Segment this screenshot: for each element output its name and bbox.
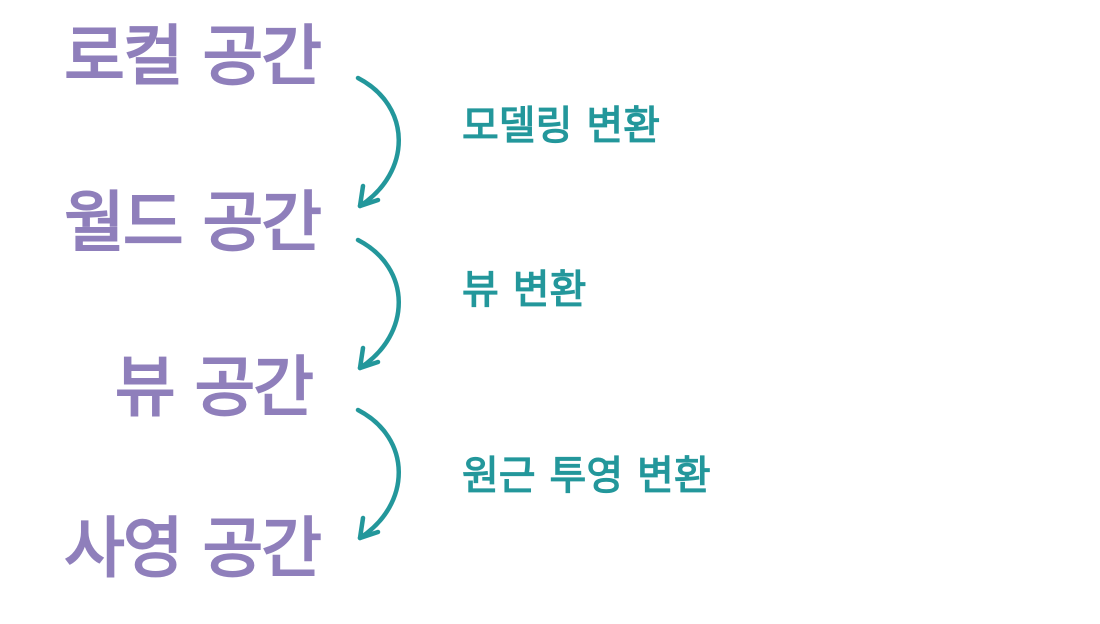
space-label-view: 뷰 공간 [114, 349, 314, 426]
transform-label-projection: 원근 투영 변환 [462, 453, 711, 499]
arrow-head [357, 345, 381, 371]
arrow-curve [355, 407, 401, 541]
curved-arrow-down-icon [355, 75, 401, 209]
arrow-head [357, 515, 381, 541]
arrow-curve [355, 75, 401, 209]
arrow-head [357, 183, 381, 209]
space-label-world: 월드 공간 [64, 184, 322, 261]
curved-arrow-down-icon [355, 407, 401, 541]
curved-arrow-down-icon [355, 237, 401, 371]
space-label-projection: 사영 공간 [64, 510, 322, 587]
transform-label-modeling: 모델링 변환 [462, 103, 660, 149]
transform-label-view: 뷰 변환 [462, 267, 587, 313]
arrow-curve [355, 237, 401, 371]
space-label-local: 로컬 공간 [64, 18, 322, 95]
